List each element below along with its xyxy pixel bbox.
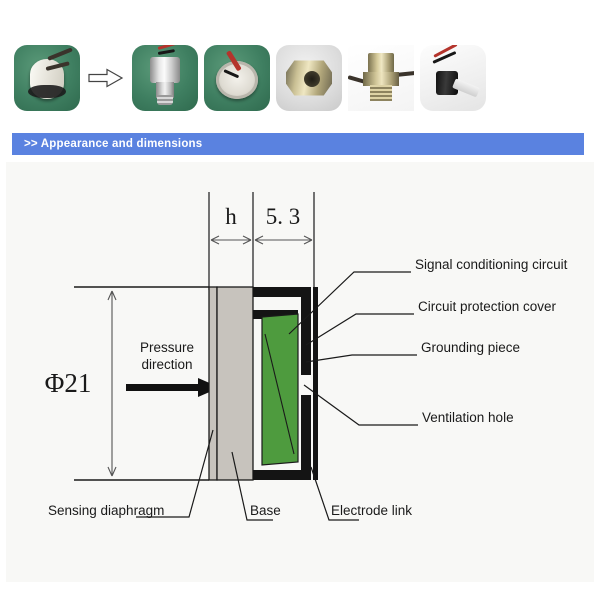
sensing-diaphragm-shape: [208, 286, 218, 481]
circuit-protection-cover-top: [253, 287, 311, 297]
brass-bore-shape: [304, 71, 320, 87]
callout-signal-conditioning-circuit: Signal conditioning circuit: [415, 257, 568, 272]
photo-sensor-top-view[interactable]: [204, 45, 270, 111]
grounding-piece-shape: [253, 310, 298, 319]
brass-fitting-thread-shape: [370, 85, 392, 101]
photo-ceramic-sensor-element[interactable]: [14, 45, 80, 111]
callout-electrode-link: Electrode link: [331, 503, 412, 518]
product-photo-strip: [0, 36, 600, 120]
black-wire-shape: [157, 49, 176, 55]
circuit-protection-cover-right-lower: [301, 395, 311, 480]
brass-fitting-hex-shape: [363, 72, 399, 86]
callout-circuit-protection-cover: Circuit protection cover: [418, 299, 557, 314]
dimension-drawing-panel: h 5. 3 Φ21 Pressure direction Signal con…: [6, 162, 594, 582]
stainless-neck-shape: [156, 82, 174, 98]
leader-ventilation-hole: [303, 384, 418, 426]
lead-wire-shape: [47, 47, 73, 61]
pressure-direction-line1: Pressure: [140, 340, 194, 355]
cross-section-svg: h 5. 3 Φ21 Pressure direction Signal con…: [45, 192, 568, 521]
leader-electrode-link: [310, 466, 359, 521]
leader-sensing-diaphragm: [136, 429, 214, 518]
dimension-thickness-value: 5. 3: [266, 204, 301, 229]
connector-body-shape: [436, 71, 458, 95]
electrode-link-shape: [313, 287, 318, 480]
dimension-diameter-value: Φ21: [45, 368, 92, 398]
section-header-label: >> Appearance and dimensions: [24, 138, 203, 150]
dimension-height-symbol: h: [225, 204, 237, 229]
circuit-protection-cover-bottom: [253, 470, 311, 480]
leader-signal-conditioning-circuit: [288, 271, 411, 335]
pcb-trace-line: [264, 333, 295, 455]
photo-brass-port-bore[interactable]: [276, 45, 342, 111]
pressure-direction-arrow: [126, 378, 220, 397]
circuit-protection-cover-right-upper: [301, 287, 311, 375]
stainless-body-shape: [150, 57, 180, 83]
callout-sensing-diaphragm: Sensing diaphragm: [48, 503, 164, 518]
photo-brass-hex-fitting[interactable]: [348, 45, 414, 111]
signal-conditioning-pcb-shape: [261, 313, 299, 466]
disc-band-shape: [28, 85, 66, 98]
process-arrow: [86, 45, 126, 111]
leader-circuit-protection-cover: [305, 313, 414, 346]
photo-black-connector[interactable]: [420, 45, 486, 111]
callout-grounding-piece: Grounding piece: [421, 340, 520, 355]
base-shape: [216, 286, 254, 481]
callout-ventilation-hole: Ventilation hole: [422, 410, 514, 425]
photo-assembled-stainless-sensor[interactable]: [132, 45, 198, 111]
pressure-direction-line2: direction: [141, 357, 192, 372]
brass-fitting-body-shape: [368, 53, 394, 73]
callout-base: Base: [250, 503, 281, 518]
leader-grounding-piece: [305, 354, 417, 363]
leader-base: [231, 451, 273, 521]
stainless-thread-shape: [157, 95, 173, 105]
section-header-appearance-and-dimensions: >> Appearance and dimensions: [12, 133, 584, 155]
